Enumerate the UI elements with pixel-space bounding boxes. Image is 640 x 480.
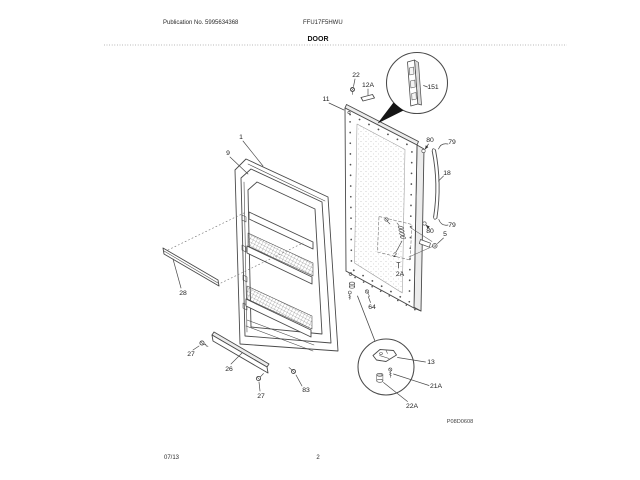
door-handle-assembly (418, 143, 449, 249)
part-label-79-bottom: 79 (448, 222, 456, 229)
wire-shelf-lower (246, 285, 313, 330)
part-label-2a: 2A (396, 271, 405, 278)
part-label-80-top: 80 (426, 137, 434, 144)
top-hinge-parts (350, 78, 375, 102)
screw-83 (288, 367, 303, 387)
door-trim-upper (162, 211, 304, 289)
part-label-80-bottom: 80 (426, 228, 434, 235)
part-label-12a: 12A (362, 82, 375, 89)
part-label-64: 64 (368, 304, 376, 311)
part-label-26: 26 (225, 366, 233, 373)
part-label-151: 151 (427, 84, 439, 91)
spring-2 (396, 222, 406, 240)
part-label-1: 1 (239, 134, 243, 141)
bottom-corner-fasteners (347, 281, 376, 343)
part-label-22: 22 (352, 72, 360, 79)
footer-date: 07/13 (164, 455, 180, 461)
callout-pointer-wedge (377, 102, 404, 124)
part-label-79-top: 79 (448, 139, 456, 146)
part-label-18: 18 (443, 170, 451, 177)
part-label-5: 5 (443, 231, 447, 238)
bracket-13 (372, 349, 397, 362)
screw-27-left (192, 340, 209, 351)
publication-number: Publication No. 5995634368 (163, 20, 239, 26)
door-trim-lower (192, 331, 303, 392)
screw-21a (388, 367, 393, 378)
detail-circle-doorstop (357, 338, 430, 402)
inner-door-assembly (229, 140, 339, 352)
outer-door-panel (328, 102, 425, 312)
handle-18 (431, 150, 437, 218)
pin-2a (396, 262, 401, 269)
hinge-pin-5 (418, 237, 444, 249)
callout-circle-151 (377, 51, 449, 124)
drawing-code: P08D0608 (447, 419, 473, 425)
model-number: FFU17F5HWU (303, 20, 343, 26)
part-label-9: 9 (226, 150, 230, 157)
screw-27-right (255, 373, 264, 392)
part-label-2: 2 (393, 252, 397, 259)
door-recess-panel (354, 123, 406, 294)
latch-mount-detail (377, 216, 433, 269)
part-label-27-right: 27 (257, 393, 265, 400)
part-label-27-left: 27 (187, 351, 195, 358)
part-label-11: 11 (322, 96, 329, 103)
part-label-83: 83 (302, 387, 310, 394)
wire-shelf-middle (247, 232, 314, 277)
part-label-28: 28 (179, 290, 187, 297)
page-title: DOOR (308, 36, 329, 43)
shelf-rail-top (248, 211, 314, 250)
grommet-22a (376, 372, 384, 383)
part-label-13: 13 (427, 359, 435, 366)
footer-page-number: 2 (316, 455, 320, 461)
part-label-22a: 22A (406, 403, 419, 410)
part-label-21a: 21A (430, 383, 443, 390)
